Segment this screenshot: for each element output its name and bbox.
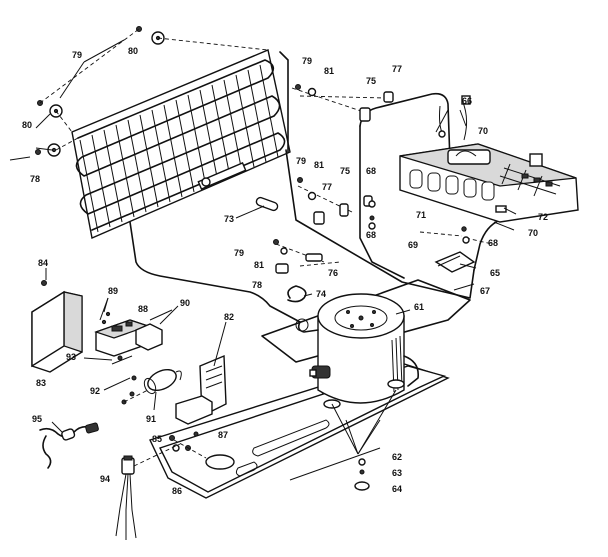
wiring-harness-94 [115,443,181,540]
screws-85-87-86 [169,431,207,459]
callout-93: 93 [66,352,76,362]
capacitor-bracket-82 [175,354,227,425]
callout-75: 75 [366,76,376,86]
callout-63: 63 [392,468,402,478]
callout-92: 92 [90,386,100,396]
callout-87: 87 [218,430,228,440]
condenser-coil [71,49,291,239]
clip-93-92 [111,355,137,381]
callout-70: 70 [478,126,488,136]
callout-78: 78 [252,280,262,290]
callout-79: 79 [302,56,312,66]
callout-84: 84 [38,258,48,268]
callout-61: 61 [414,302,424,312]
callout-70: 70 [528,228,538,238]
callout-labels: 79 80 80 78 79 81 75 77 66 70 79 81 75 7… [22,46,548,496]
callout-90: 90 [180,298,190,308]
callout-62: 62 [392,452,402,462]
callout-81: 81 [314,160,324,170]
callout-68: 68 [488,238,498,248]
overload-protector-90 [149,309,173,321]
callout-81: 81 [324,66,334,76]
callout-86: 86 [172,486,182,496]
callout-79: 79 [72,50,82,60]
compressor-mount-grommet-stack [354,458,370,491]
callout-leader-lines [35,39,517,433]
power-cord-95 [39,422,99,469]
callout-78: 78 [30,174,40,184]
callout-69: 69 [408,240,418,250]
callout-77: 77 [392,64,402,74]
compressor [149,293,450,499]
relay-89-88 [94,311,163,357]
evaporator-fasteners [368,200,507,273]
callout-68: 68 [366,166,376,176]
callout-81: 81 [254,260,264,270]
evaporator-tray-assembly [399,95,579,223]
callout-88: 88 [138,304,148,314]
callout-71: 71 [416,210,426,220]
callout-73: 73 [224,214,234,224]
callout-76: 76 [328,268,338,278]
callout-85: 85 [152,434,162,444]
callout-77: 77 [322,182,332,192]
callout-94: 94 [100,474,110,484]
callout-67: 67 [480,286,490,296]
callout-64: 64 [392,484,402,494]
callout-68: 68 [366,230,376,240]
callout-83: 83 [36,378,46,388]
mounting-screw-84 [41,280,47,286]
callout-79: 79 [234,248,244,258]
callout-91: 91 [146,414,156,424]
callout-72: 72 [538,212,548,222]
callout-82: 82 [224,312,234,322]
callout-79: 79 [296,156,306,166]
callout-75: 75 [340,166,350,176]
callout-65: 65 [490,268,500,278]
callout-66: 66 [462,96,472,106]
capacitor-91 [121,368,182,405]
refrigerant-tubing [129,51,501,363]
callout-89: 89 [108,286,118,296]
callout-95: 95 [32,414,42,424]
callout-74: 74 [316,289,326,299]
callout-80: 80 [128,46,138,56]
callout-80: 80 [22,120,32,130]
relay-cover-83 [31,290,83,373]
